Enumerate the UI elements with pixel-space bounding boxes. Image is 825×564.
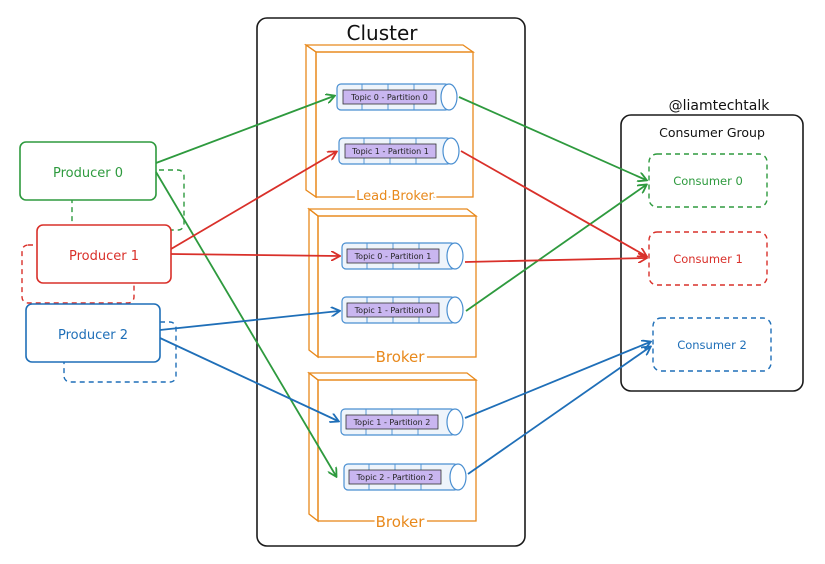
partition-b0-p1: Topic 1 - Partition 1 — [338, 137, 460, 165]
broker-label-0: Lead Broker — [356, 189, 434, 204]
partition-b1-p1: Topic 1 - Partition 0 — [341, 296, 464, 324]
broker-label-1: Broker — [376, 348, 426, 366]
producer-0: Producer 0 — [19, 141, 157, 201]
partition-label: Topic 1 - Partition 1 — [351, 147, 429, 156]
arrow-p0-to-t0p0 — [155, 96, 334, 164]
partition-b1-p0: Topic 0 - Partition 1 — [341, 242, 464, 270]
handle-label: @liamtechtalk — [669, 98, 771, 114]
partition-label: Topic 0 - Partition 1 — [354, 252, 432, 261]
consumer-1: Consumer 1 — [648, 231, 768, 286]
consumer-0: Consumer 0 — [648, 153, 768, 208]
arrow-p1-to-t0p1 — [170, 254, 339, 256]
consumer-2: Consumer 2 — [652, 317, 772, 372]
broker-label-2: Broker — [376, 513, 426, 531]
arrow-p2-to-t1p0 — [159, 311, 339, 331]
cluster-title: Cluster — [347, 21, 419, 45]
consumer-label: Consumer 2 — [677, 338, 747, 352]
producer-label: Producer 2 — [58, 328, 128, 343]
arrow-p0-to-t2p2 — [155, 171, 336, 476]
arrow-p1-to-t1p1 — [170, 152, 336, 250]
consumer-label: Consumer 0 — [673, 174, 743, 188]
partition-label: Topic 1 - Partition 0 — [354, 306, 432, 315]
producer-2: Producer 2 — [25, 303, 161, 363]
consumer-group-title: Consumer Group — [659, 125, 765, 140]
cluster-box: Cluster — [256, 17, 526, 547]
partition-label: Topic 2 - Partition 2 — [356, 473, 434, 482]
arrow-t0p1-to-c1 — [464, 258, 646, 262]
partition-b2-p1: Topic 2 - Partition 2 — [343, 463, 467, 491]
partition-label: Topic 1 - Partition 2 — [353, 418, 431, 427]
producer-label: Producer 0 — [53, 166, 123, 181]
broker-lead: Lead Broker — [303, 43, 476, 207]
partition-b2-p0: Topic 1 - Partition 2 — [340, 408, 464, 436]
producer-label: Producer 1 — [69, 249, 139, 264]
broker-2: Broker — [307, 371, 478, 534]
arrow-t1p0-to-c0 — [465, 185, 646, 312]
arrow-p2-to-t1p2 — [159, 337, 338, 421]
consumer-label: Consumer 1 — [673, 252, 743, 266]
broker-1: Broker — [307, 207, 478, 369]
arrow-t1p1-to-c1 — [460, 150, 646, 256]
arrow-t2p2-to-c2 — [467, 347, 650, 475]
producer-1: Producer 1 — [36, 224, 172, 284]
arrow-t1p2-to-c2 — [464, 342, 650, 419]
consumer-group-box: Consumer Group — [620, 114, 804, 392]
partition-label: Topic 0 - Partition 0 — [350, 93, 428, 102]
partition-b0-p0: Topic 0 - Partition 0 — [336, 83, 458, 111]
arrow-t0p0-to-c0 — [458, 96, 646, 180]
